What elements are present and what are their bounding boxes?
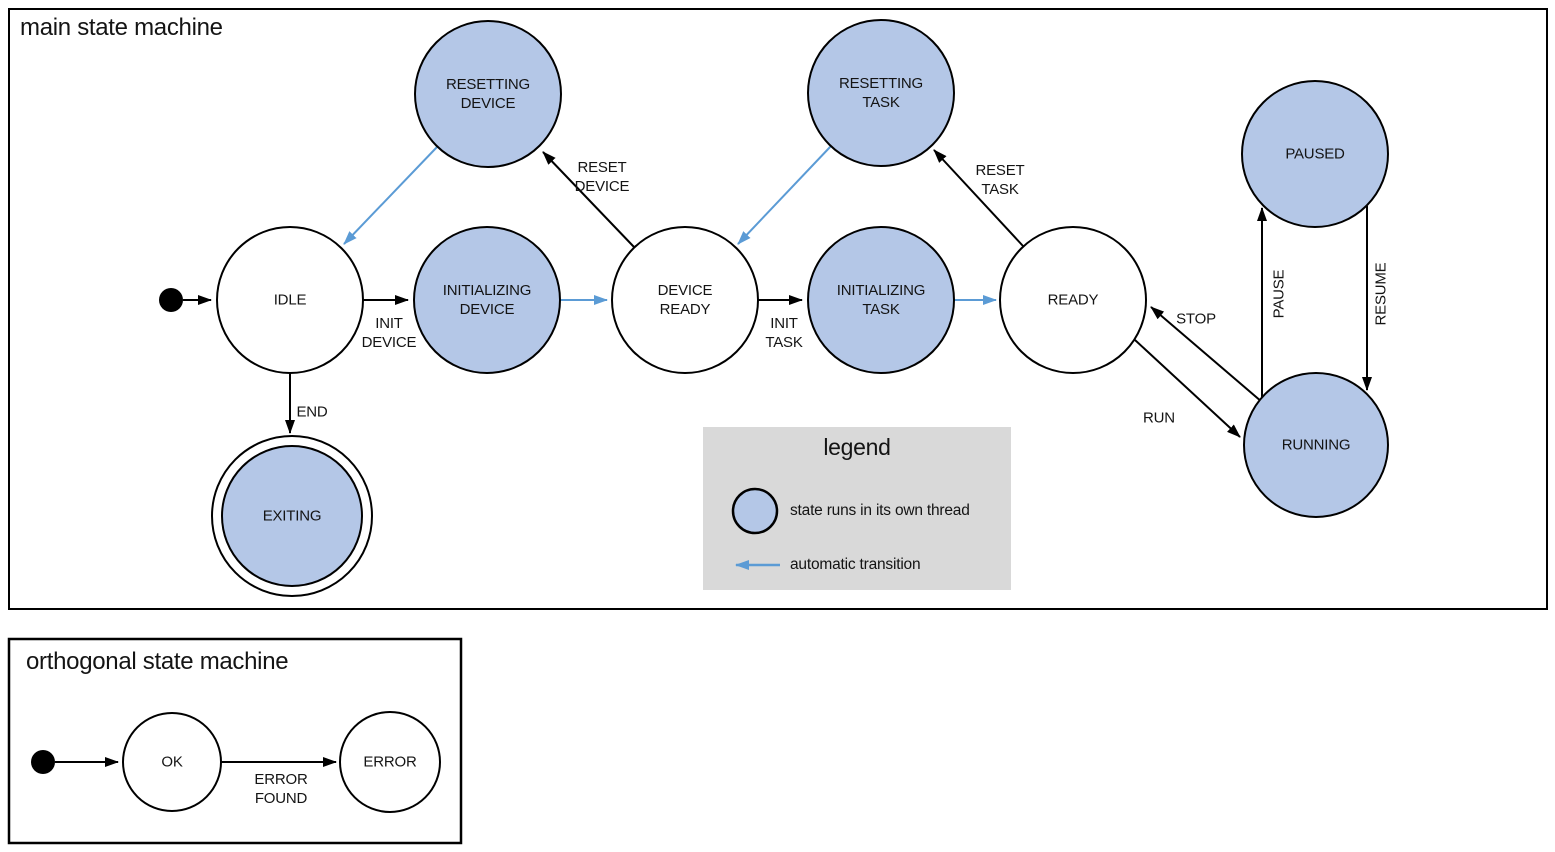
transition-label-error-found: ERROR FOUND: [254, 771, 308, 807]
state-paused: [1241, 80, 1389, 228]
auto-transition-resetdevice-to-idle: [343, 146, 438, 245]
legend-threaded-state-icon: [731, 487, 779, 535]
auto-transition-resettask-to-deviceready: [737, 145, 832, 245]
state-idle: [216, 226, 364, 374]
state-label-initializing-device: INITIALIZING DEVICE: [442, 282, 532, 318]
state-running: [1243, 372, 1389, 518]
main-machine-box: [8, 8, 1548, 610]
state-exiting: [221, 445, 363, 587]
state-resetting-device: [414, 20, 562, 168]
transition-label-pause: PAUSE: [1270, 269, 1288, 319]
transition-label-resume: RESUME: [1372, 262, 1390, 326]
initial-state-dot-main: [159, 288, 183, 312]
orthogonal-machine-box: [7, 637, 463, 845]
state-label-running: RUNNING: [1281, 436, 1351, 454]
transition-label-reset-task: RESET TASK: [975, 162, 1025, 198]
state-ok: [122, 712, 222, 812]
transition-label-run: RUN: [1143, 409, 1175, 427]
state-label-ok: OK: [161, 753, 183, 771]
state-device-ready: [611, 226, 759, 374]
legend-title: legend: [823, 434, 891, 460]
transition-label-end: END: [296, 403, 328, 421]
state-initializing-device: [413, 226, 561, 374]
state-initializing-task: [807, 226, 955, 374]
state-label-paused: PAUSED: [1285, 145, 1345, 163]
state-label-device-ready: DEVICE READY: [657, 282, 713, 318]
orthogonal-machine-title: orthogonal state machine: [26, 648, 289, 675]
state-resetting-task: [807, 19, 955, 167]
main-machine-title: main state machine: [20, 14, 223, 41]
state-ready: [999, 226, 1147, 374]
state-label-resetting-device: RESETTING DEVICE: [445, 76, 531, 112]
transition-label-reset-device: RESET DEVICE: [574, 159, 630, 195]
state-label-initializing-task: INITIALIZING TASK: [836, 282, 926, 318]
state-error: [339, 711, 441, 813]
transition-stop: [1150, 306, 1263, 403]
legend-auto-transition-label: automatic transition: [790, 556, 921, 573]
state-label-ready: READY: [1047, 291, 1099, 309]
transition-label-stop: STOP: [1176, 310, 1216, 328]
legend-threaded-state-label: state runs in its own thread: [790, 502, 970, 519]
transition-reset-device: [542, 151, 635, 248]
state-label-idle: IDLE: [273, 291, 307, 309]
state-label-exiting: EXITING: [262, 507, 322, 525]
transition-run: [1134, 339, 1241, 438]
state-label-error: ERROR: [363, 753, 417, 771]
transition-label-init-task: INIT TASK: [765, 315, 803, 351]
state-label-resetting-task: RESETTING TASK: [838, 75, 924, 111]
transition-reset-task: [933, 149, 1024, 247]
initial-state-dot-orthogonal: [31, 750, 55, 774]
transition-label-init-device: INIT DEVICE: [361, 315, 417, 351]
